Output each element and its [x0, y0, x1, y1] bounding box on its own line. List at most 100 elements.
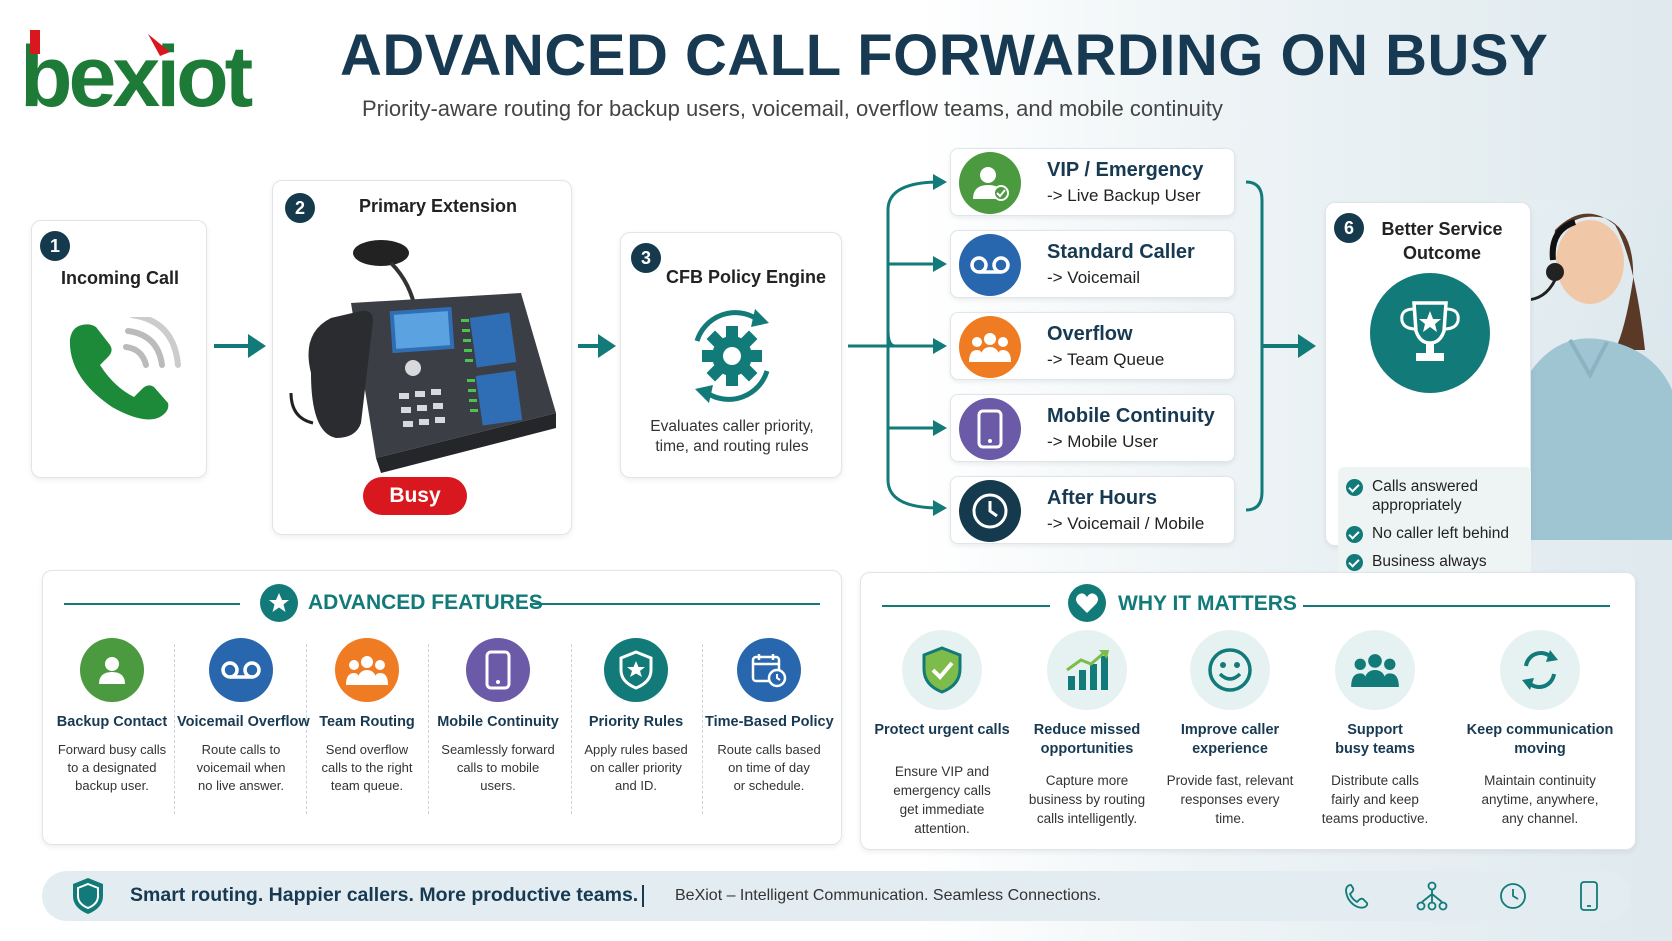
route-title: After Hours [1047, 487, 1158, 509]
route-title: Standard Caller [1047, 241, 1195, 263]
step-cfb-policy-engine: 3 CFB Policy Engine Evaluates caller pri… [620, 232, 842, 478]
divider [174, 644, 175, 814]
feature-title: Team Routing [319, 714, 415, 730]
route-target: -> Team Queue [1047, 350, 1165, 369]
calendar-clock-icon [737, 638, 801, 702]
step-incoming-call: 1 Incoming Call [31, 220, 207, 478]
route-target: -> Voicemail [1047, 268, 1141, 287]
phone-ringing-icon [69, 317, 181, 420]
step-title: Primary Extension [358, 196, 518, 216]
divider [530, 603, 820, 605]
svg-text:bexiot: bexiot [20, 29, 253, 118]
shield-star-icon [604, 638, 668, 702]
route-target: -> Mobile User [1047, 432, 1159, 451]
user-icon [80, 638, 144, 702]
feature-title: Voicemail Overflow [177, 714, 310, 730]
route-title: Mobile Continuity [1047, 405, 1215, 427]
divider [428, 644, 429, 814]
divider [702, 644, 703, 814]
footer-company: BeXiot – Intelligent Communication. Seam… [675, 887, 1101, 904]
check-icon [1346, 526, 1363, 543]
check-icon [1346, 479, 1363, 496]
why-title: Protect urgent calls [874, 722, 1010, 738]
user-check-icon [959, 152, 1021, 214]
step-number: 6 [1334, 213, 1364, 243]
divider [882, 605, 1050, 607]
trophy-icon [1370, 273, 1490, 393]
team-icon [1335, 630, 1415, 710]
network-icon [1416, 881, 1448, 911]
divider [571, 644, 572, 814]
step-primary-extension: 2 Primary Extension Busy [272, 180, 572, 535]
route-after-hours: After Hours -> Voicemail / Mobile [950, 476, 1235, 544]
shield-icon [73, 878, 103, 914]
divider [1303, 605, 1610, 607]
heart-icon [1068, 584, 1106, 622]
phone-icon [1345, 884, 1369, 909]
mobile-icon [959, 398, 1021, 460]
features-heading: ADVANCED FEATURES [308, 591, 543, 614]
refresh-icon [1500, 630, 1580, 710]
divider [64, 603, 240, 605]
route-overflow: Overflow -> Team Queue [950, 312, 1235, 380]
step-title-line1: Better Service [1381, 219, 1503, 239]
bexiot-logo: bexiot [20, 29, 257, 118]
mobile-icon [466, 638, 530, 702]
step-title-line2: Outcome [1402, 243, 1481, 263]
growth-chart-icon [1047, 630, 1127, 710]
check-icon [1346, 554, 1363, 571]
divider [642, 885, 644, 907]
route-target: -> Voicemail / Mobile [1047, 514, 1205, 533]
mobile-icon [1580, 881, 1598, 911]
clock-icon [959, 480, 1021, 542]
voicemail-icon [209, 638, 273, 702]
divider [306, 644, 307, 814]
smile-icon [1190, 630, 1270, 710]
feature-title: Priority Rules [588, 714, 684, 730]
clock-icon [1500, 883, 1526, 909]
page-subtitle: Priority-aware routing for backup users,… [362, 96, 1223, 121]
feature-title: Mobile Continuity [437, 714, 559, 730]
step-description: Evaluates caller priority, time, and rou… [650, 418, 814, 455]
advanced-features-panel [42, 570, 842, 845]
team-icon [959, 316, 1021, 378]
route-title: VIP / Emergency [1047, 159, 1204, 181]
step-title: CFB Policy Engine [665, 267, 827, 287]
voicemail-icon [959, 234, 1021, 296]
why-it-matters-panel [860, 572, 1636, 850]
footer-bar: Smart routing. Happier callers. More pro… [42, 871, 1630, 921]
footer-tagline: Smart routing. Happier callers. More pro… [130, 884, 639, 906]
why-heading: WHY IT MATTERS [1118, 592, 1297, 615]
gear-cycle-icon [694, 309, 770, 403]
step-number: 1 [40, 231, 70, 261]
step-title: Incoming Call [60, 268, 179, 288]
outcome-item: No caller left behind [1346, 524, 1509, 543]
feature-title: Backup Contact [56, 714, 168, 730]
route-vip-emergency: VIP / Emergency -> Live Backup User [950, 148, 1235, 216]
